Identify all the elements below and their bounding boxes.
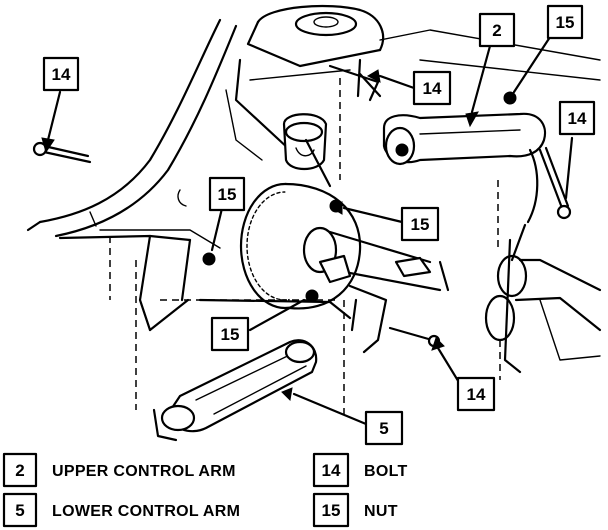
svg-text:15: 15: [218, 185, 237, 204]
suspension-illustration: [26, 4, 602, 442]
callout-14-bottom: 14: [456, 376, 496, 412]
callout-14-mount: 14: [412, 70, 452, 106]
svg-text:LOWER CONTROL ARM: LOWER CONTROL ARM: [52, 503, 240, 520]
nut-lower: [305, 289, 319, 303]
strut-tower: [225, 4, 601, 161]
legend-item-nut: 15 NUT: [312, 492, 398, 528]
legend-item-upper-control-arm: 2 UPPER CONTROL ARM: [2, 452, 236, 488]
bolt-bottom: [388, 326, 441, 348]
hub-rotor: [239, 182, 450, 354]
frame-rail: [26, 18, 238, 332]
callout-5: 5: [364, 410, 404, 446]
svg-text:15: 15: [556, 13, 575, 32]
legend-item-bolt: 14 BOLT: [312, 452, 408, 488]
nut-top-right: [503, 91, 517, 105]
legend-item-lower-control-arm: 5 LOWER CONTROL ARM: [2, 492, 240, 528]
svg-text:NUT: NUT: [364, 503, 398, 520]
bolt-right: [538, 146, 572, 220]
svg-text:14: 14: [568, 109, 587, 128]
callout-14-left: 14: [42, 56, 80, 92]
right-bracket: [484, 223, 602, 374]
svg-text:15: 15: [221, 325, 240, 344]
svg-text:14: 14: [467, 385, 486, 404]
knuckle-bushing: [282, 113, 332, 188]
callout-15-left: 15: [208, 176, 246, 212]
svg-text:5: 5: [379, 419, 388, 438]
callout-15-lower: 15: [210, 316, 250, 352]
svg-text:14: 14: [322, 461, 341, 480]
alignment-lines: [109, 78, 501, 420]
callout-2: 2: [478, 12, 516, 48]
svg-text:14: 14: [52, 65, 71, 84]
lower-control-arm: [148, 298, 352, 442]
bolt-left: [32, 141, 92, 164]
svg-text:5: 5: [15, 501, 24, 520]
nut-frame-left: [202, 252, 216, 266]
svg-text:15: 15: [411, 215, 430, 234]
svg-text:2: 2: [15, 461, 24, 480]
svg-text:UPPER CONTROL ARM: UPPER CONTROL ARM: [52, 463, 236, 480]
callout-15-hub: 15: [400, 206, 440, 242]
svg-text:15: 15: [322, 501, 341, 520]
svg-text:14: 14: [423, 79, 442, 98]
callout-14-right: 14: [558, 100, 596, 136]
callout-15-top: 15: [546, 4, 584, 40]
legend: 2 UPPER CONTROL ARM 5 LOWER CONTROL ARM …: [2, 452, 408, 528]
bolt-mount: [358, 72, 382, 98]
svg-text:2: 2: [492, 21, 501, 40]
svg-text:BOLT: BOLT: [364, 463, 408, 480]
upper-control-arm: [382, 112, 547, 224]
